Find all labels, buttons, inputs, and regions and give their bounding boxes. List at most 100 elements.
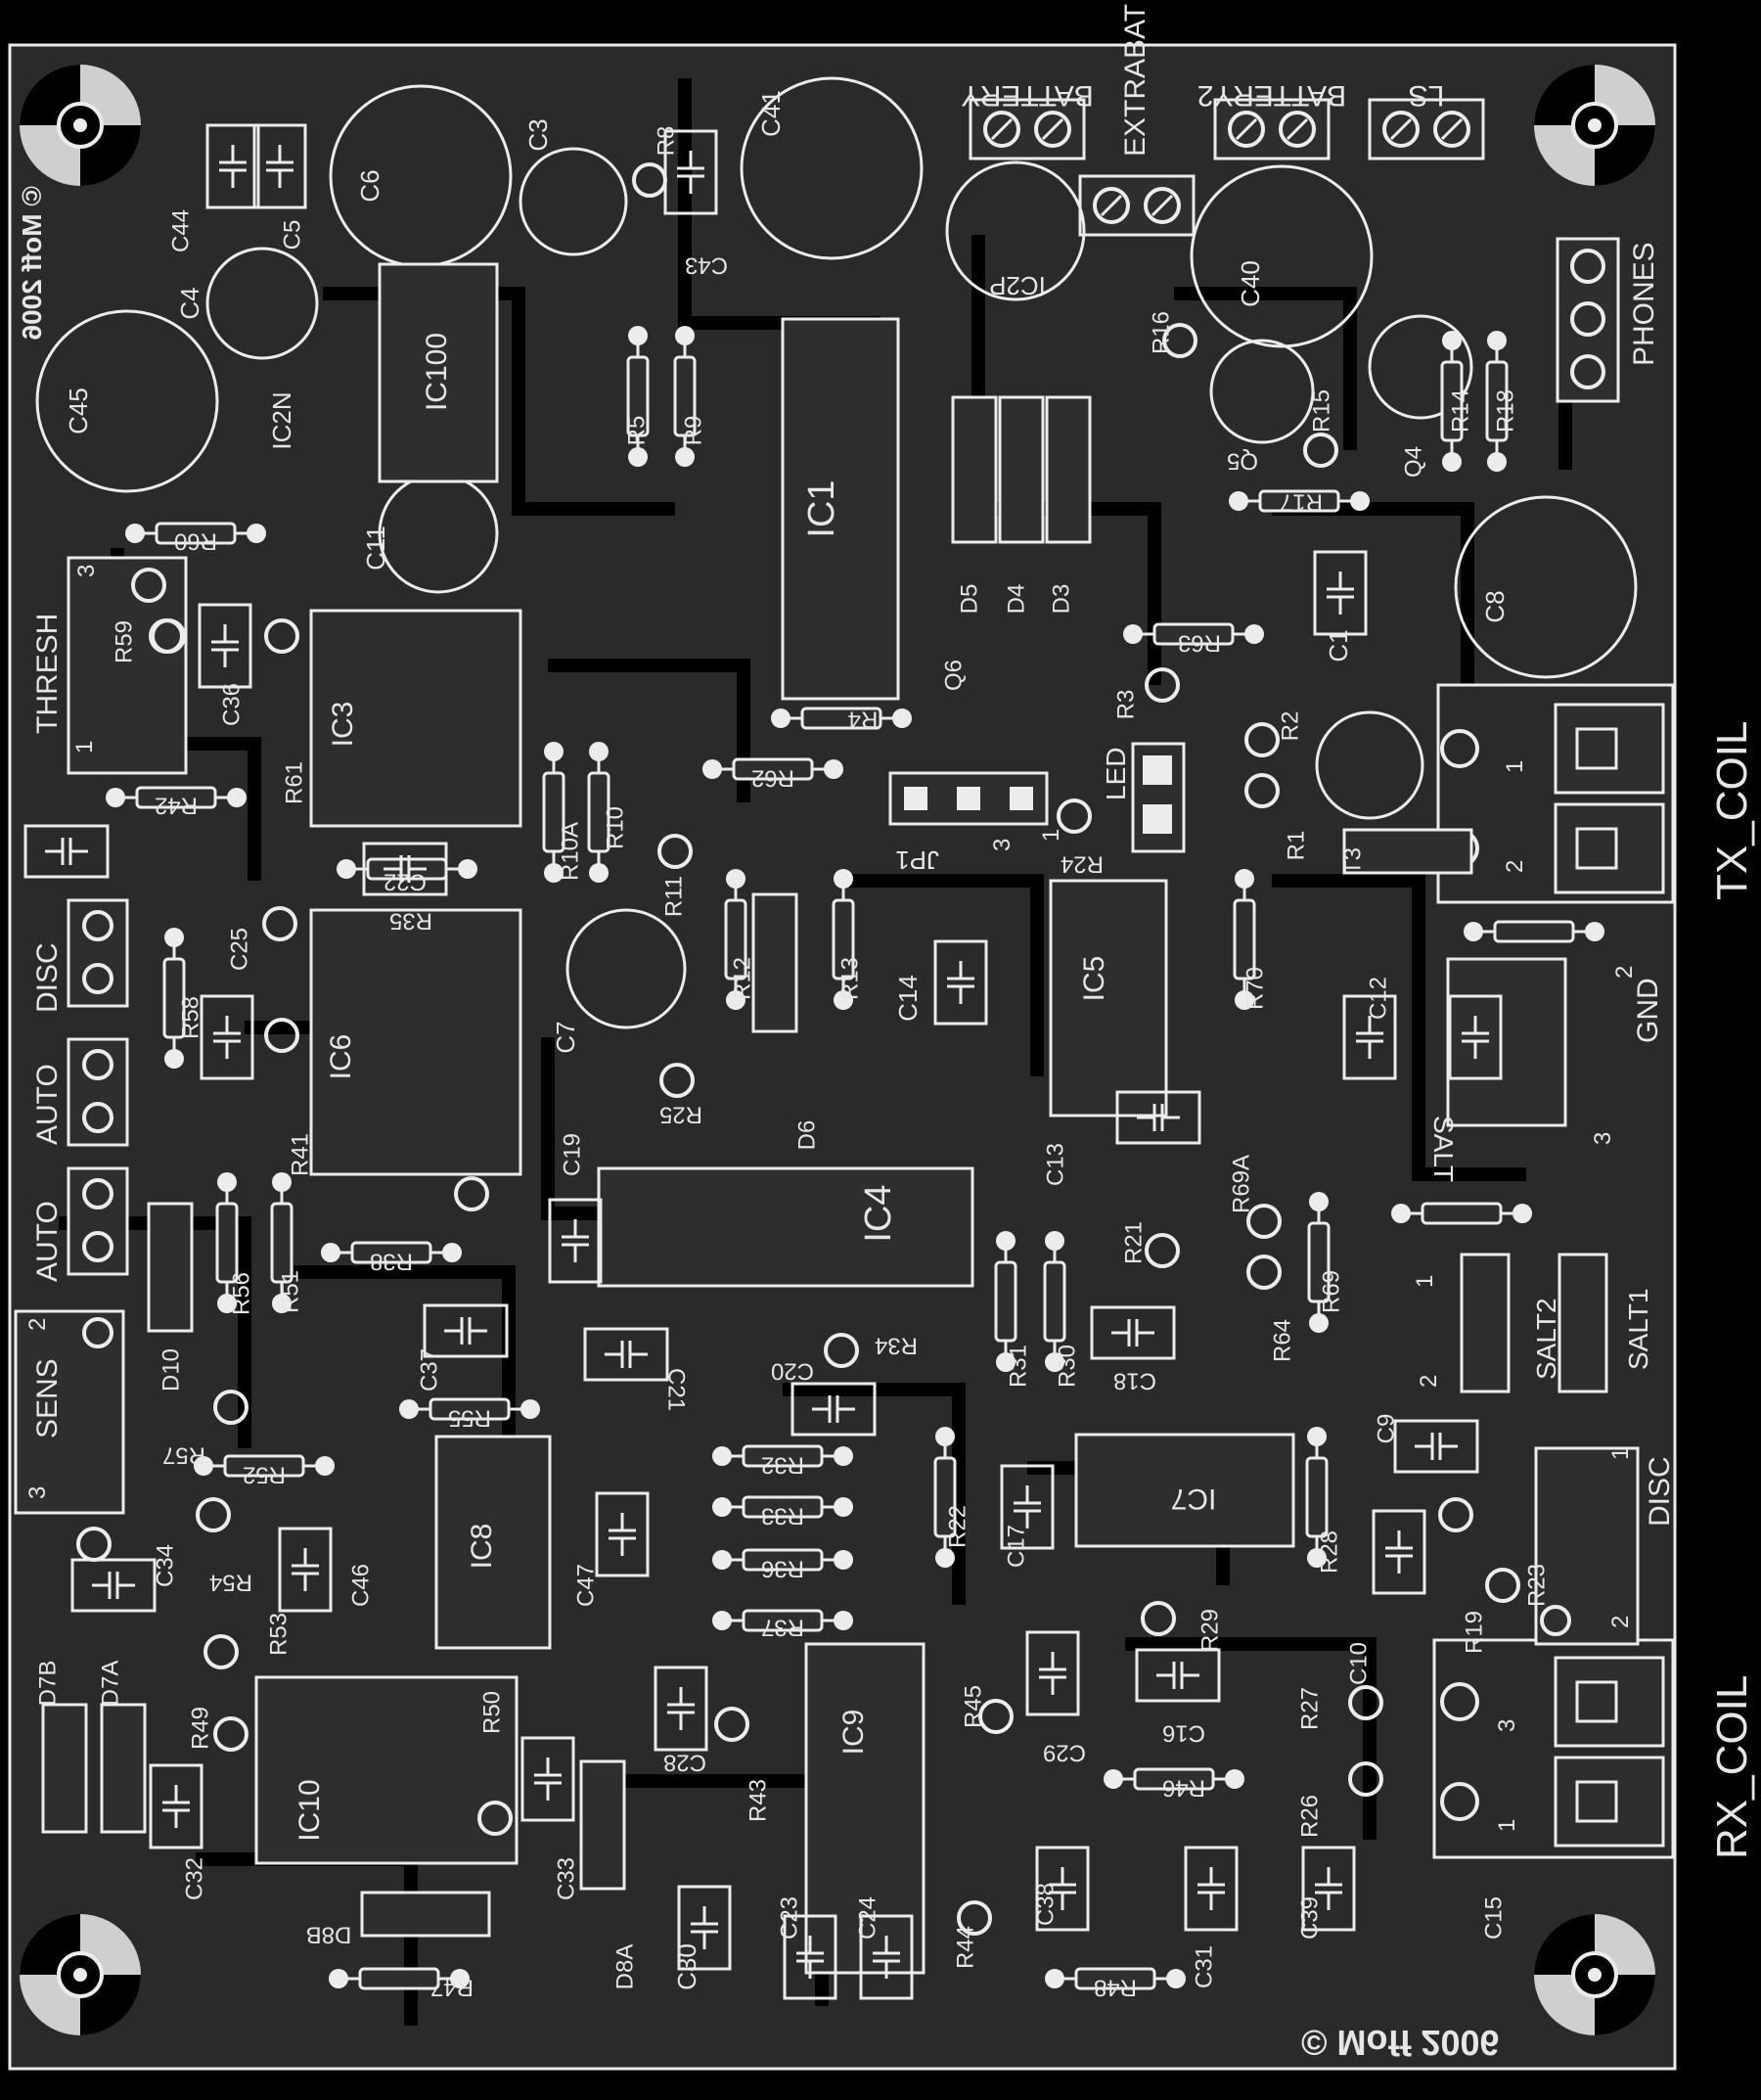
label-c3: C3 xyxy=(523,118,553,151)
label-q6: Q6 xyxy=(940,660,967,691)
label-r18: R18 xyxy=(1492,389,1518,433)
label-c4: C4 xyxy=(175,287,204,319)
label-c28: C28 xyxy=(663,1750,706,1776)
pin-number: 3 xyxy=(989,839,1016,851)
pin-number: 3 xyxy=(1590,1132,1616,1145)
pin-number: 1 xyxy=(1038,829,1064,842)
mounting-hole-tl xyxy=(18,63,143,188)
label-c1: C1 xyxy=(1324,629,1353,662)
label-r59: R59 xyxy=(111,620,137,663)
auto-switch-1: AUTO xyxy=(31,1037,129,1147)
label-c13: C13 xyxy=(1042,1143,1068,1186)
disc-switch-right: DISC xyxy=(1534,1446,1676,1646)
pin-number: 3 xyxy=(24,1486,51,1499)
label-r51: R51 xyxy=(277,1270,303,1313)
label-ic2n: IC2N xyxy=(267,391,296,449)
pin-number: 1 xyxy=(1494,1819,1520,1832)
label-r70: R70 xyxy=(1242,967,1268,1010)
label-r56: R56 xyxy=(228,1272,254,1315)
label-c29: C29 xyxy=(1043,1740,1086,1766)
jp1-label: JP1 xyxy=(895,845,939,875)
label-t3: T3 xyxy=(1339,847,1366,875)
copyright-bottom-mark: © Moff 2006 xyxy=(1301,2023,1500,2063)
label-d8a: D8A xyxy=(611,1944,638,1990)
extrabat-label: EXTRABAT xyxy=(1119,4,1151,157)
label-r62: R62 xyxy=(751,765,794,792)
pin-number: 3 xyxy=(1494,1719,1520,1732)
label-c36: C36 xyxy=(218,683,245,726)
label-c31: C31 xyxy=(1191,1945,1217,1988)
salt1-label: SALT1 xyxy=(1623,1288,1653,1370)
label-r24: R24 xyxy=(1061,851,1104,878)
label-r29: R29 xyxy=(1197,1609,1223,1652)
electrolytic-caps xyxy=(35,76,1638,1029)
label-c19: C19 xyxy=(559,1133,585,1176)
battery2-connector: BATTERY2 xyxy=(1197,79,1346,160)
label-r34: R34 xyxy=(875,1333,918,1359)
rx-coil-connector: RX_COIL xyxy=(1432,1638,1756,1859)
label-c10: C10 xyxy=(1345,1642,1372,1685)
label-ic7: IC7 xyxy=(1171,1483,1217,1515)
mounting-hole-br xyxy=(1532,1912,1657,2037)
label-c30: C30 xyxy=(672,1943,701,1990)
battery-label: BATTERY xyxy=(961,79,1094,112)
label-r53: R53 xyxy=(265,1613,292,1656)
label-c34: C34 xyxy=(152,1544,178,1587)
label-r64: R64 xyxy=(1269,1319,1295,1362)
label-c46: C46 xyxy=(347,1564,374,1607)
label-c21: C21 xyxy=(663,1368,690,1411)
label-c41: C41 xyxy=(756,90,786,137)
thresh-pot: THRESH xyxy=(31,556,188,775)
label-ic3: IC3 xyxy=(327,702,359,748)
thresh-label: THRESH xyxy=(31,614,64,734)
label-r19: R19 xyxy=(1461,1611,1487,1654)
auto1-label: AUTO xyxy=(31,1064,64,1145)
label-r31: R31 xyxy=(1005,1345,1031,1388)
label-c15: C15 xyxy=(1480,1896,1507,1940)
label-r46: R46 xyxy=(1162,1775,1205,1802)
copyright-top-mark: © Moff 2006 xyxy=(17,186,47,341)
pin-number: 2 xyxy=(1502,860,1528,873)
jp1-header: JP1 xyxy=(888,771,1049,875)
label-c11: C11 xyxy=(361,525,390,571)
label-d3: D3 xyxy=(1048,584,1074,615)
label-r54: R54 xyxy=(209,1570,252,1596)
label-d4: D4 xyxy=(1003,584,1029,615)
label-r61: R61 xyxy=(281,761,307,804)
extrabat-connector: EXTRABAT xyxy=(1078,4,1196,237)
label-r63: R63 xyxy=(1178,630,1221,657)
label-ic9: IC9 xyxy=(837,1710,870,1756)
label-r23: R23 xyxy=(1523,1564,1550,1607)
label-r28: R28 xyxy=(1316,1530,1342,1574)
label-c47: C47 xyxy=(572,1564,599,1607)
label-r21: R21 xyxy=(1120,1221,1147,1264)
label-r32: R32 xyxy=(761,1452,804,1479)
label-c40: C40 xyxy=(1236,260,1265,307)
label-r16: R16 xyxy=(1148,311,1174,354)
label-c16: C16 xyxy=(1162,1720,1205,1747)
sens-pot: SENS xyxy=(14,1309,125,1515)
salt-label: SALT xyxy=(1428,1116,1459,1182)
diodes xyxy=(41,395,1473,1938)
pin-number: 3 xyxy=(73,565,100,577)
label-r48: R48 xyxy=(1094,1975,1137,2001)
label-r4: R4 xyxy=(848,707,879,733)
salt2-label: SALT2 xyxy=(1531,1298,1561,1380)
pin-number: 1 xyxy=(1607,1447,1634,1460)
label-r44: R44 xyxy=(952,1926,978,1969)
led-label: LED xyxy=(1101,748,1131,800)
label-r9: R9 xyxy=(680,416,706,446)
label-c6: C6 xyxy=(355,169,384,202)
label-d6: D6 xyxy=(793,1120,820,1151)
label-c23: C23 xyxy=(776,1896,802,1940)
label-r43: R43 xyxy=(745,1779,771,1822)
disc-right-label: DISC xyxy=(1644,1456,1676,1527)
label-c43: C43 xyxy=(685,252,728,279)
pin-number: 2 xyxy=(1416,1375,1442,1388)
label-r30: R30 xyxy=(1054,1345,1080,1388)
vias xyxy=(76,162,1520,1936)
board-outline xyxy=(8,43,1677,2071)
tx-coil-label: TX_COIL xyxy=(1708,721,1756,900)
label-r25: R25 xyxy=(659,1102,702,1128)
